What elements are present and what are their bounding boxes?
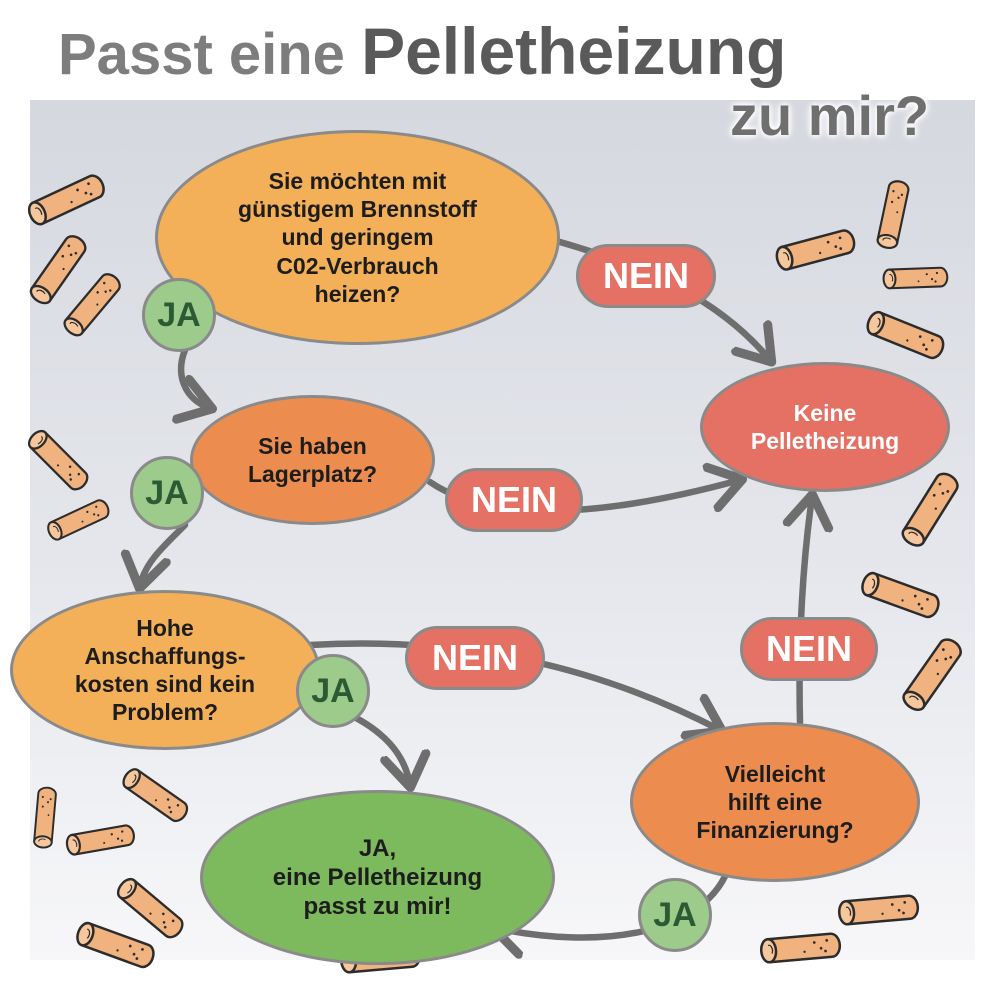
- arrow-finanz-nein: [800, 497, 812, 726]
- wood-pellet-icon: [44, 496, 113, 543]
- question-costs-text: Hohe Anschaffungs- kosten sind kein Prob…: [74, 614, 256, 726]
- result-pellet-heating-fits: JA, eine Pelletheizung passt zu mir!: [200, 790, 555, 965]
- wood-pellet-icon: [24, 426, 93, 495]
- title-line-1: Passt eine Pelletheizung: [58, 18, 786, 84]
- wood-pellet-icon: [863, 308, 948, 362]
- result-no-pellet-heating: Keine Pelletheizung: [700, 362, 950, 492]
- wood-pellet-icon: [24, 171, 109, 229]
- question-financing: Vielleicht hilft eine Finanzierung?: [630, 722, 920, 882]
- wood-pellet-icon: [837, 893, 921, 927]
- nein-badge: NEIN: [740, 617, 878, 681]
- wood-pellet-icon: [60, 269, 125, 340]
- wood-pellet-icon: [898, 468, 963, 551]
- ja-badge: JA: [142, 278, 216, 352]
- result-no-text: Keine Pelletheizung: [750, 399, 900, 454]
- title-line-2: zu mir?: [730, 84, 930, 147]
- wood-pellet-icon: [858, 569, 943, 621]
- arrow-finanz-ja: [495, 868, 731, 938]
- wood-pellet-icon: [119, 765, 192, 826]
- title-prefix: Passt eine: [58, 22, 362, 87]
- wood-pellet-icon: [882, 266, 949, 290]
- wood-pellet-icon: [773, 227, 858, 273]
- question-fuel-co2-text: Sie möchten mit günstigem Brennstoff und…: [238, 168, 477, 307]
- wood-pellet-icon: [113, 874, 188, 943]
- title-strong: Pelletheizung: [361, 14, 787, 88]
- ja-badge: JA: [296, 654, 370, 728]
- wood-pellet-icon: [64, 823, 137, 857]
- wood-pellet-icon: [759, 931, 843, 965]
- wood-pellet-icon: [898, 634, 966, 715]
- nein-badge: NEIN: [405, 626, 545, 690]
- question-storage: Sie haben Lagerplatz?: [190, 395, 435, 525]
- question-storage-text: Sie haben Lagerplatz?: [247, 432, 378, 487]
- wood-pellet-icon: [875, 178, 911, 251]
- wood-pellet-icon: [26, 231, 91, 308]
- result-yes-text: JA, eine Pelletheizung passt zu mir!: [272, 834, 483, 921]
- arrow-q1-ja: [181, 346, 210, 408]
- wood-pellet-icon: [32, 785, 58, 850]
- arrow-q2-ja: [140, 521, 189, 586]
- nein-badge: NEIN: [576, 244, 716, 308]
- question-fuel-co2: Sie möchten mit günstigem Brennstoff und…: [155, 130, 560, 345]
- ja-badge: JA: [130, 456, 204, 530]
- nein-badge: NEIN: [445, 468, 583, 532]
- question-costs: Hohe Anschaffungs- kosten sind kein Prob…: [10, 590, 320, 750]
- question-financing-text: Vielleicht hilft eine Finanzierung?: [696, 760, 854, 844]
- wood-pellet-icon: [73, 919, 158, 971]
- ja-badge: JA: [638, 878, 712, 952]
